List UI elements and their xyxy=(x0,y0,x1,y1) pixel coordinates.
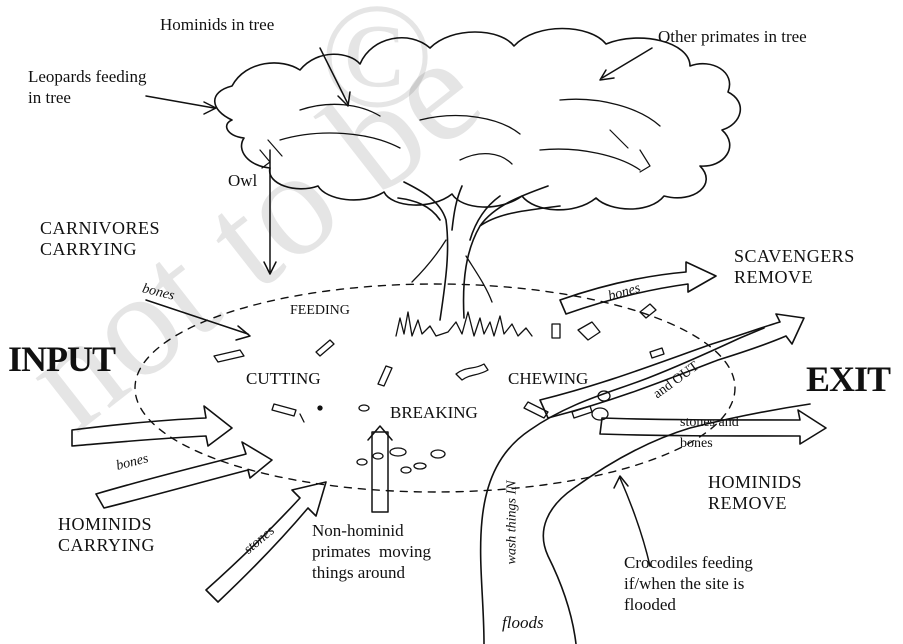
label-floods: floods xyxy=(502,612,544,633)
label-input: INPUT xyxy=(8,340,115,378)
label-non-hominid-primates: Non-hominid primates moving things aroun… xyxy=(312,520,431,583)
label-scavengers-remove: SCAVENGERS REMOVE xyxy=(734,246,855,288)
label-leopards-feeding: Leopards feeding in tree xyxy=(28,66,146,108)
thin-arrows xyxy=(146,48,652,566)
tree-trunk xyxy=(398,182,560,320)
tree-canopy xyxy=(215,29,741,210)
label-other-primates-in-tree: Other primates in tree xyxy=(658,26,807,47)
label-cutting: CUTTING xyxy=(246,368,321,389)
label-hominids-carrying: HOMINIDS CARRYING xyxy=(58,514,155,556)
label-hominids-in-tree: Hominids in tree xyxy=(160,14,274,35)
label-stones-and-bones: stones and bones xyxy=(680,412,739,454)
label-wash-things-in: wash things IN xyxy=(502,480,523,564)
label-feeding: FEEDING xyxy=(290,300,350,321)
label-owl: Owl xyxy=(228,170,257,191)
label-exit: EXIT xyxy=(806,360,890,398)
label-carnivores-carrying: CARNIVORES CARRYING xyxy=(40,218,160,260)
label-chewing: CHEWING xyxy=(508,368,588,389)
label-breaking: BREAKING xyxy=(390,402,478,423)
label-crocodiles-feeding: Crocodiles feeding if/when the site is f… xyxy=(624,552,753,615)
label-hominids-remove: HOMINIDS REMOVE xyxy=(708,472,802,514)
